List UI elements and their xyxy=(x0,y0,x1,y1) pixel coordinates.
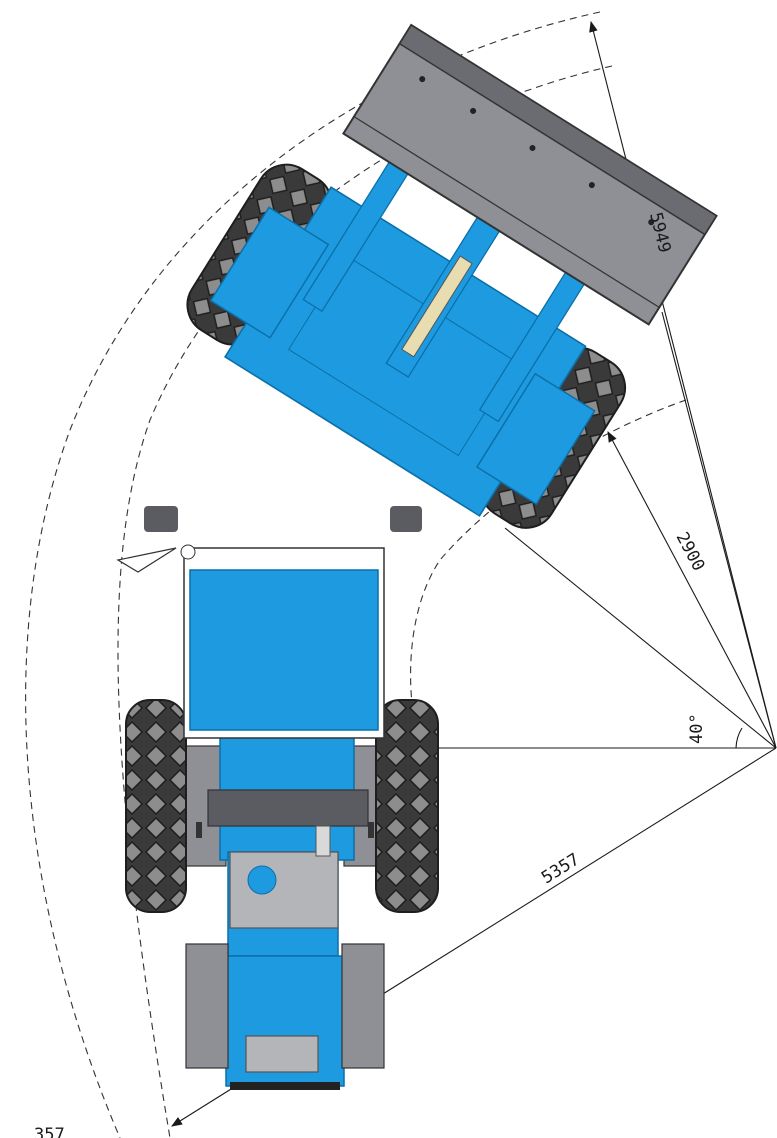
rear-wheels xyxy=(125,699,439,913)
label-angle: 40° xyxy=(687,713,707,744)
rear-chassis xyxy=(185,731,385,1090)
inner-arc xyxy=(410,399,687,781)
steering-lever xyxy=(116,547,177,573)
front-frame xyxy=(116,506,422,739)
rear-left-wheel xyxy=(125,699,187,913)
middle-arc xyxy=(117,65,613,1138)
exhaust-pipe xyxy=(315,825,331,857)
right-mirror xyxy=(390,506,422,532)
axis-to-body xyxy=(504,527,777,749)
label-2900: 2900 xyxy=(672,529,709,575)
cylinder-rod xyxy=(401,255,473,358)
label-cut-off: 357 xyxy=(34,1125,65,1138)
angle-arc xyxy=(735,727,743,749)
engine-cover xyxy=(229,851,339,929)
left-mirror xyxy=(144,506,178,532)
axis-to-bucket xyxy=(661,311,777,749)
rear-right-wheel xyxy=(375,699,439,913)
dim-line-2900 xyxy=(607,431,777,749)
dim-line-5949 xyxy=(589,20,777,749)
loader-assembly xyxy=(186,23,718,529)
